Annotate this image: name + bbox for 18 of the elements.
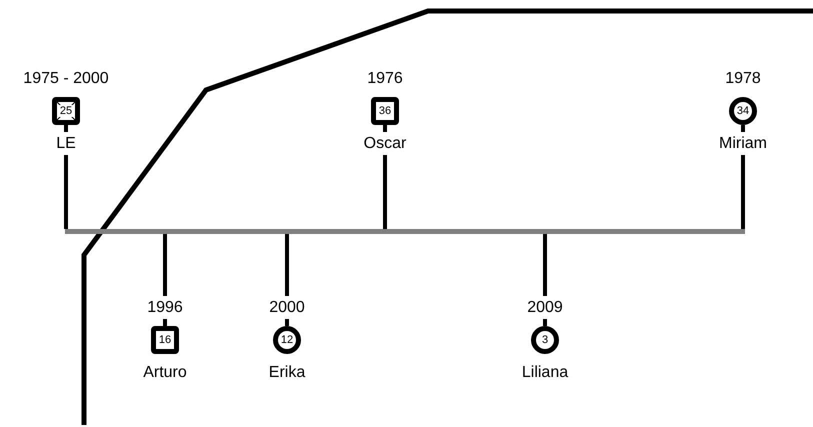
female-circle [531,326,559,354]
birth-year: 2009 [525,296,565,319]
male-square [151,326,179,354]
male-square [371,97,399,125]
age-number: 12 [280,334,294,346]
person-name: Oscar [362,132,408,155]
age-number: 34 [736,105,750,117]
female-circle [729,97,757,125]
age-number: 3 [540,334,550,346]
age-number: 25 [58,105,74,117]
female-circle [273,326,301,354]
birth-year: 2000 [267,296,307,319]
age-number: 36 [378,105,392,117]
male-square [52,97,80,125]
birth-year: 1996 [145,296,185,319]
age-number: 16 [158,334,172,346]
person-name: Miriam [717,132,769,155]
descent-line [64,125,68,229]
